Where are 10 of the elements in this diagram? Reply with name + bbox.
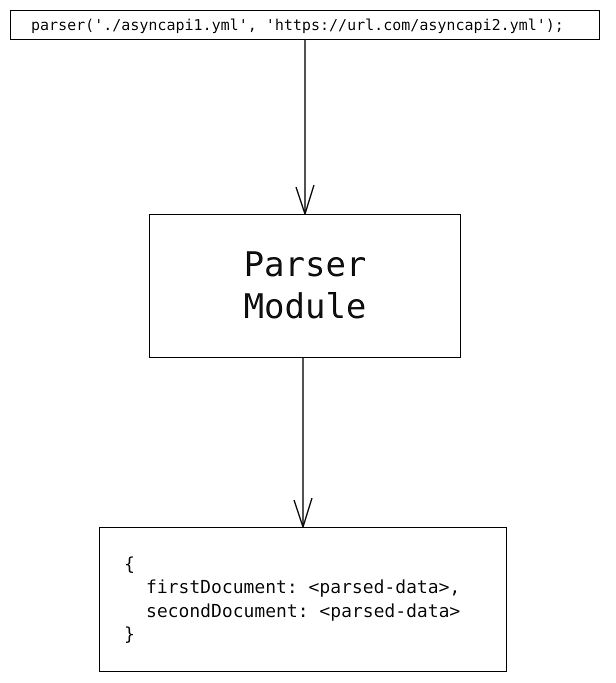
code-line: firstDocument: <parsed-data>, bbox=[145, 576, 462, 600]
module-label: Parser Module bbox=[242, 244, 368, 328]
code-text: parser('./asyncapi1.yml', 'https://url.com/asyncapi2.yml'); bbox=[31, 16, 565, 34]
code-line: secondDocument: <parsed-data> bbox=[145, 600, 462, 623]
code-line: { bbox=[124, 552, 136, 576]
code-line: } bbox=[124, 622, 136, 646]
arrow bbox=[295, 40, 315, 215]
arrow bbox=[293, 358, 313, 528]
process-box bbox=[149, 214, 461, 358]
output-box bbox=[99, 527, 507, 672]
